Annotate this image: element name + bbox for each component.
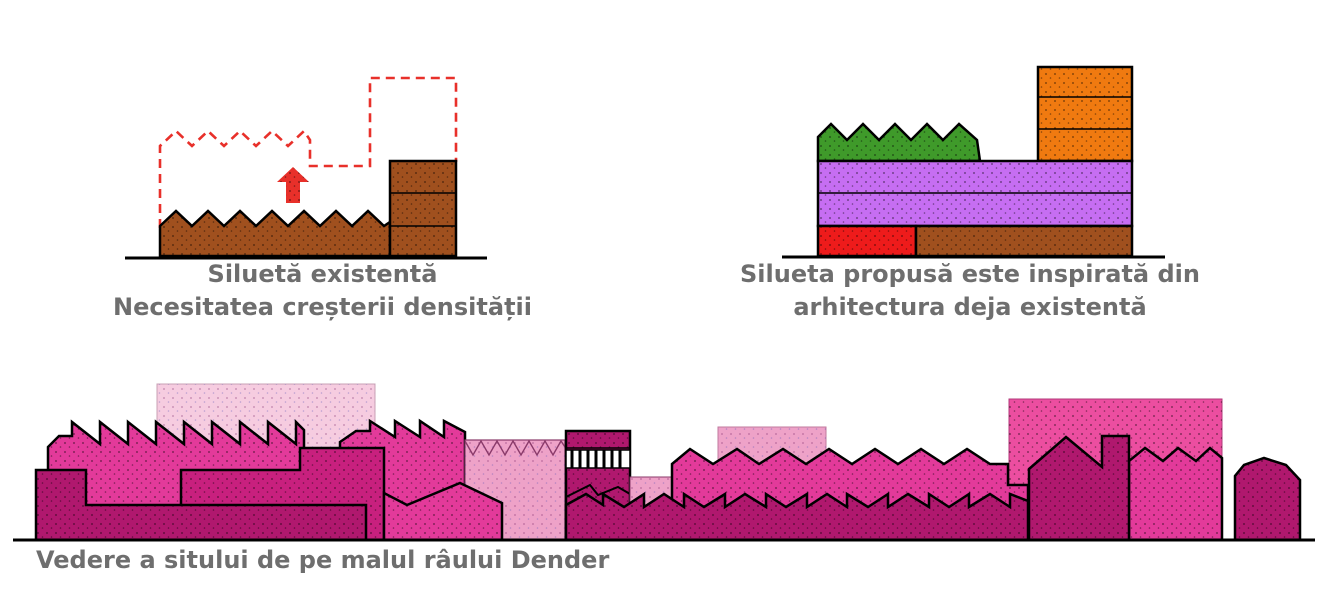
proposed-silhouette-caption: Silueta propusă este inspirată din arhit… — [705, 258, 1235, 324]
densify-arrow-icon — [277, 167, 309, 203]
proposed-violet-floors — [816, 159, 1134, 228]
existing-silhouette-caption: Siluetă existentă Necesitatea creșterii … — [60, 258, 585, 324]
proposed-green-roof — [816, 122, 982, 163]
existing-tower — [388, 159, 458, 258]
right-gable-house-chimney — [1027, 434, 1131, 542]
rounded-end-building — [1233, 456, 1302, 542]
riverside-panorama — [13, 383, 1315, 542]
existing-silhouette — [125, 76, 487, 260]
proposed-caption-line2: arhitectura deja existentă — [793, 293, 1147, 321]
riverside-caption: Vedere a sitului de pe malul râului Dend… — [36, 546, 610, 574]
long-sawtooth-front — [564, 491, 1030, 542]
proposed-silhouette — [782, 65, 1165, 259]
central-balcony-tower — [564, 429, 632, 542]
proposed-caption-line1: Silueta propusă este inspirată din — [740, 260, 1200, 288]
right-sawtooth-hall — [1127, 446, 1224, 542]
existing-caption-line2: Necesitatea creșterii densității — [112, 293, 532, 321]
existing-sawtooth-building — [158, 209, 392, 258]
existing-caption-line1: Siluetă existentă — [207, 260, 438, 288]
dashed-outline-sawtooth — [158, 76, 458, 228]
proposed-ground-floor — [816, 224, 1134, 258]
balcony-railing — [570, 450, 622, 468]
proposed-orange-tower — [1036, 65, 1134, 163]
future-volume-outline — [158, 76, 458, 228]
front-left-blocks — [34, 446, 504, 542]
